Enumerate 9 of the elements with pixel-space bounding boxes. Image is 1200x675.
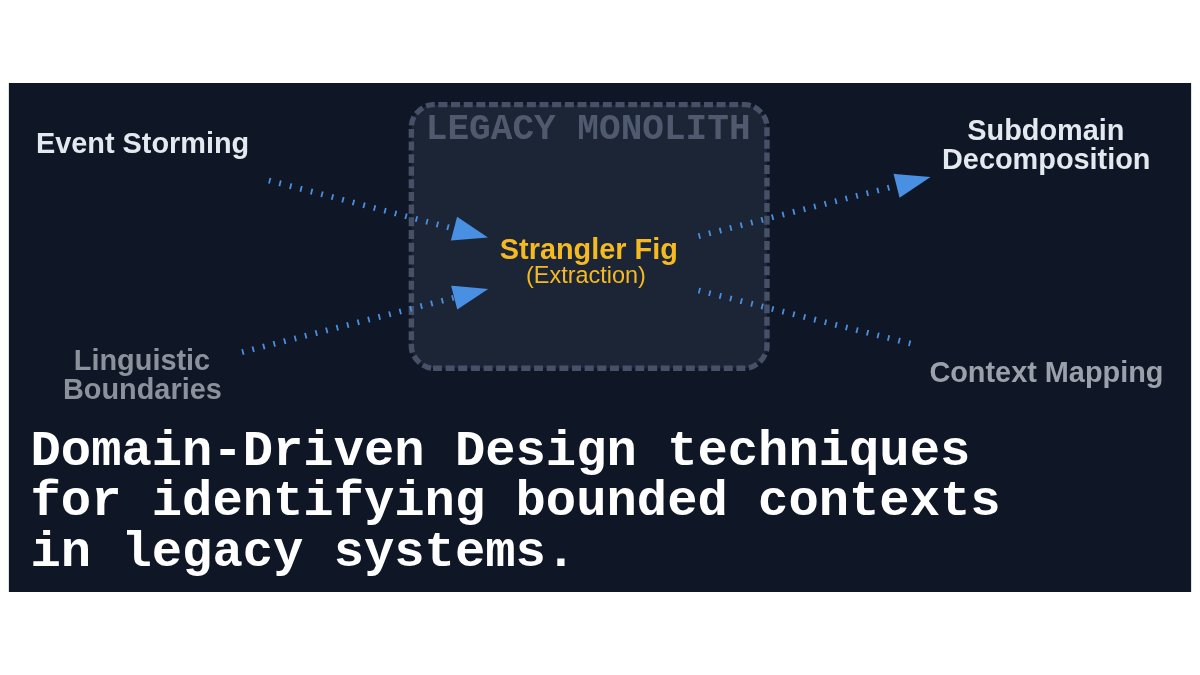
arrow [268,177,488,241]
node-text: Context Mapping [929,356,1164,389]
arrow [697,173,931,239]
node-text: Subdomain Decomposition [942,114,1151,176]
diagram-title: Domain-Driven Design techniques for identifying bounded contexts in legacy systems. [30,422,1001,581]
arrow [241,285,489,355]
node-text: Event Storming [35,127,250,160]
node-text: Linguistic Boundaries [63,343,222,405]
node-text: Strangler Fig (Extraction) [499,232,678,289]
